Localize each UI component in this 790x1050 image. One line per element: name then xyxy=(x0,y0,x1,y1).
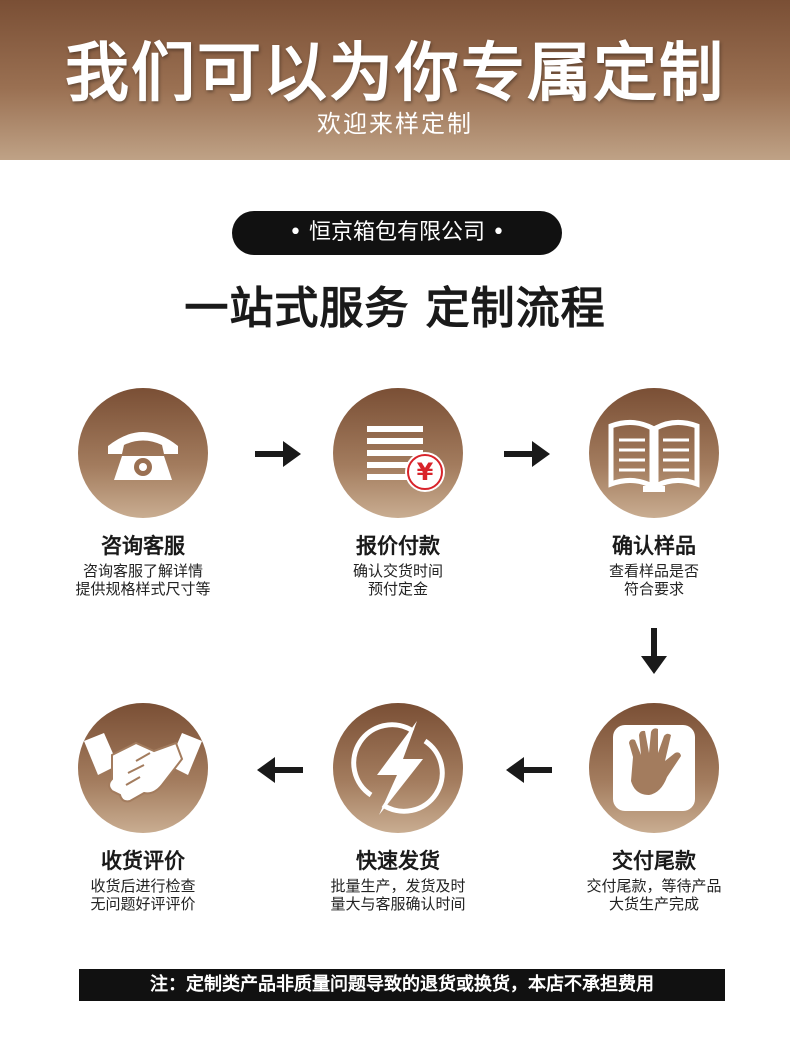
step-fast-shipping: 快速发货 批量生产，发货及时 量大与客服确认时间 xyxy=(278,703,518,923)
step-consult: 咨询客服 咨询客服了解详情 提供规格样式尺寸等 xyxy=(23,388,263,608)
price-list-icon: ¥ xyxy=(333,388,463,518)
step-desc-line2: 预付定金 xyxy=(367,580,428,598)
return-policy-notice: 注：定制类产品非质量问题导致的退货或换货，本店不承担费用 xyxy=(79,969,725,1001)
banner-title: 我们可以为你专属定制 xyxy=(65,37,725,111)
section-title: 一站式服务 定制流程 xyxy=(184,283,606,334)
step-final-payment: 交付尾款 交付尾款，等待产品 大货生产完成 xyxy=(534,703,774,923)
arrow-right-icon xyxy=(255,441,301,467)
arrow-left-icon xyxy=(506,757,552,783)
step-title: 收货评价 xyxy=(101,849,185,873)
step-title: 咨询客服 xyxy=(101,534,185,558)
arrow-down-icon xyxy=(641,628,667,674)
step-receive-review: 收货评价 收货后进行检查 无问题好评评价 xyxy=(23,703,263,923)
header-banner: 我们可以为你专属定制 欢迎来样定制 xyxy=(0,0,790,160)
step-desc-line1: 咨询客服了解详情 xyxy=(82,562,203,580)
step-desc-line1: 查看样品是否 xyxy=(608,562,699,580)
company-name-badge: • 恒京箱包有限公司 • xyxy=(232,211,562,255)
step-desc-line1: 确认交货时间 xyxy=(352,562,443,580)
step-desc-line2: 量大与客服确认时间 xyxy=(330,895,466,913)
step-desc-line2: 符合要求 xyxy=(623,580,684,598)
telephone-icon xyxy=(78,388,208,518)
arrow-right-icon xyxy=(504,441,550,467)
step-desc-line1: 交付尾款，等待产品 xyxy=(586,877,722,895)
step-quote-payment: ¥ 报价付款 确认交货时间 预付定金 xyxy=(278,388,518,608)
lightning-icon xyxy=(333,703,463,833)
banner-subtitle: 欢迎来样定制 xyxy=(317,110,473,138)
step-title: 交付尾款 xyxy=(612,849,696,873)
step-desc-line1: 批量生产，发货及时 xyxy=(330,877,466,895)
step-title: 快速发货 xyxy=(356,849,440,873)
open-book-icon xyxy=(589,388,719,518)
hand-icon xyxy=(589,703,719,833)
step-desc-line2: 提供规格样式尺寸等 xyxy=(75,580,211,598)
arrow-left-icon xyxy=(257,757,303,783)
handshake-icon xyxy=(78,703,208,833)
step-confirm-sample: 确认样品 查看样品是否 符合要求 xyxy=(534,388,774,608)
step-desc-line2: 大货生产完成 xyxy=(608,895,699,913)
step-title: 确认样品 xyxy=(612,534,696,558)
step-desc-line2: 无问题好评评价 xyxy=(90,895,196,913)
yen-symbol: ¥ xyxy=(416,458,434,486)
step-title: 报价付款 xyxy=(356,534,440,558)
step-desc-line1: 收货后进行检查 xyxy=(90,877,196,895)
